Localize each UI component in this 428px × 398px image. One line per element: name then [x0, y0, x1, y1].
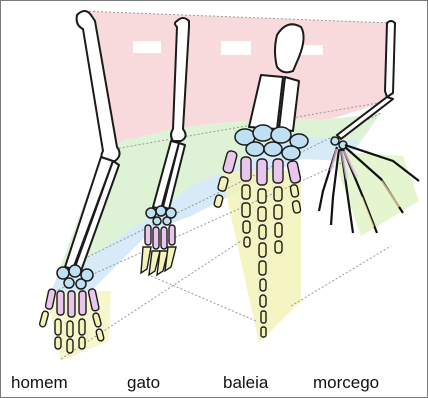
label-cat: gato [127, 373, 160, 393]
cat-phalanges [141, 247, 176, 275]
bat-humerus [385, 21, 395, 97]
label-bat: morcego [313, 373, 379, 393]
cat-metacarpals [145, 225, 175, 249]
label-human: homem [11, 373, 68, 393]
label-whale: baleia [223, 373, 268, 393]
